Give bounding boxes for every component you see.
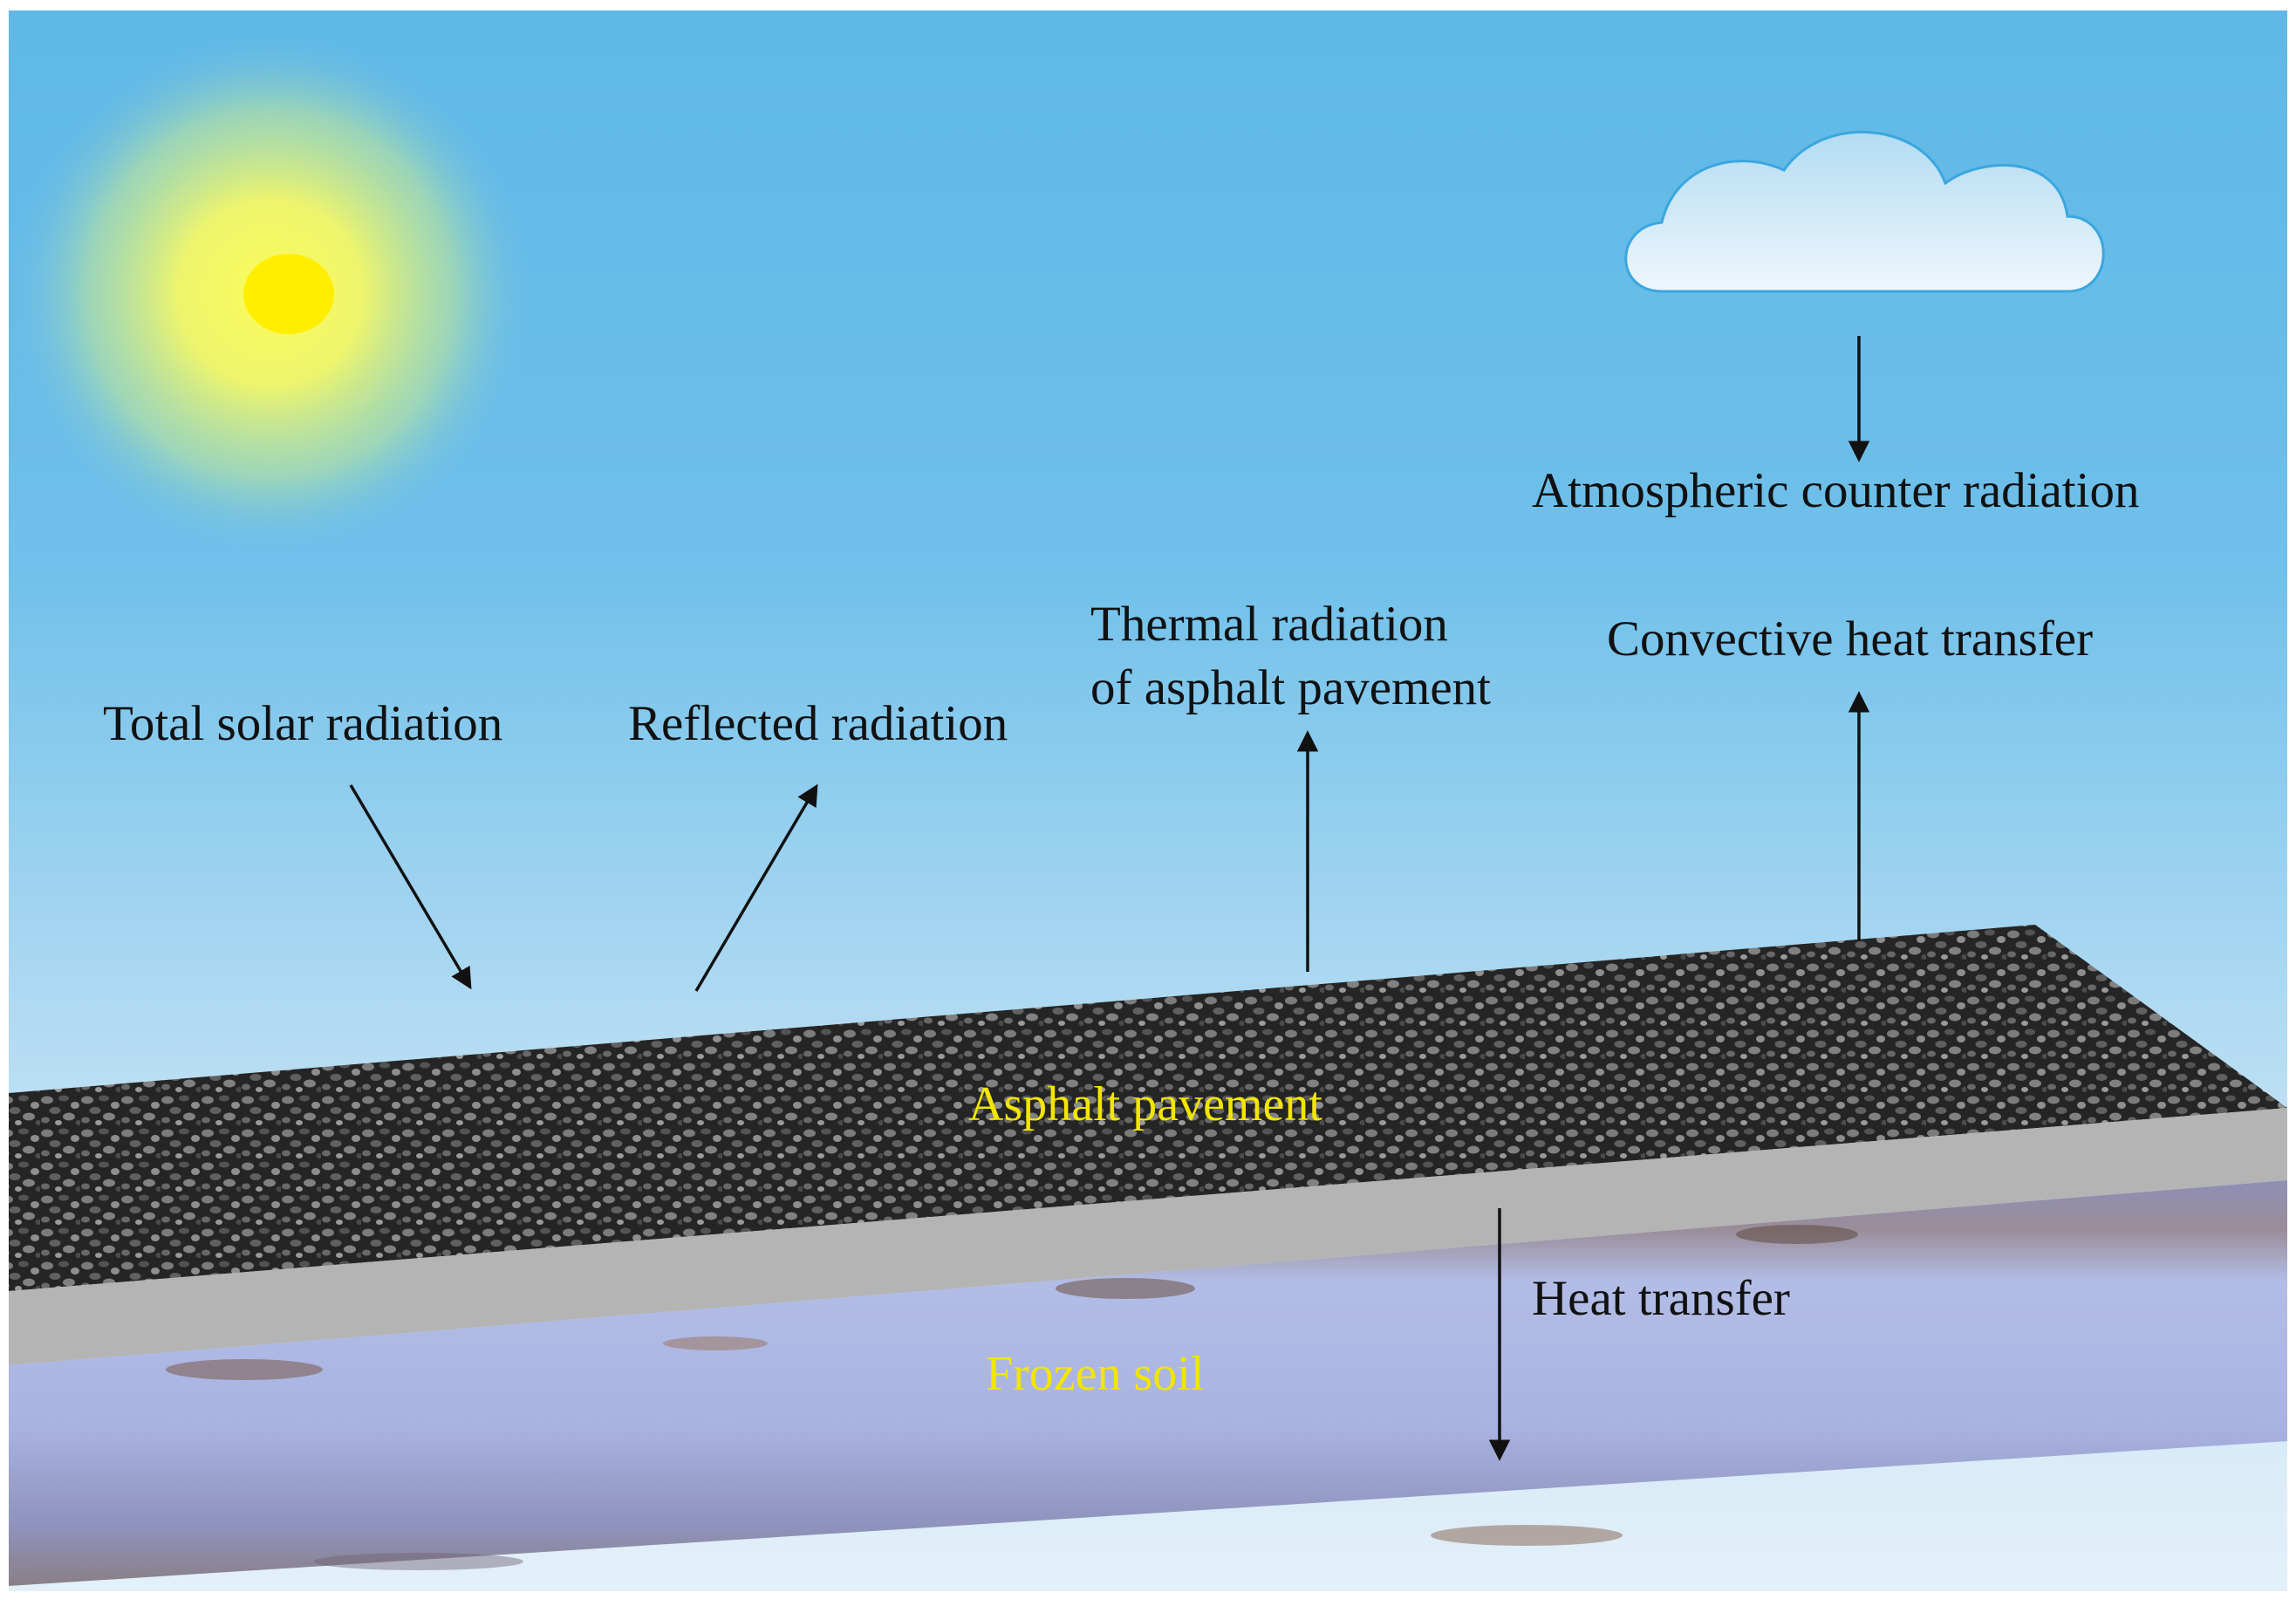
thermal-radiation-label-line1: Thermal radiation [1090, 597, 1448, 652]
thermal-radiation-label-line2: of asphalt pavement [1090, 660, 1491, 715]
reflected-radiation-label: Reflected radiation [628, 696, 1008, 751]
total-solar-radiation-label: Total solar radiation [103, 696, 502, 751]
cloud-icon [1624, 130, 2105, 293]
base-layer [9, 1108, 2287, 1365]
asphalt-pavement-layer [9, 925, 2287, 1291]
asphalt-pavement-label: Asphalt pavement [968, 1077, 1322, 1131]
frozen-soil-layer [9, 1180, 2287, 1586]
heat-transfer-label: Heat transfer [1532, 1271, 1790, 1326]
convective-heat-transfer-label: Convective heat transfer [1607, 612, 2093, 666]
reflected-radiation-arrow [694, 783, 818, 992]
sun-icon [9, 31, 532, 555]
frozen-soil-label: Frozen soil [986, 1347, 1204, 1401]
solar-radiation-arrow [349, 784, 472, 990]
atmospheric-counter-radiation-label: Atmospheric counter radiation [1532, 463, 2139, 518]
